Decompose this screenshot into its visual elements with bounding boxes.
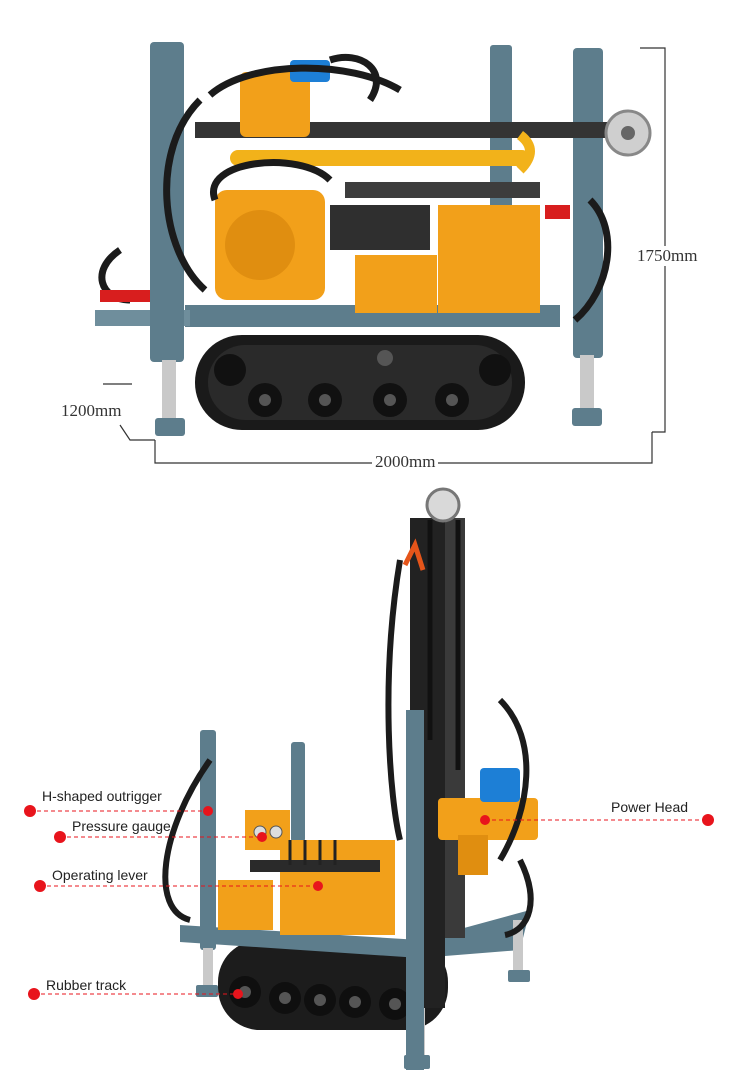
rubber-track-front <box>218 940 448 1030</box>
width-dimension-label: 1200mm <box>58 401 125 421</box>
power-head-callout: Power Head <box>611 799 689 815</box>
side-view-panel: 1750mm 1200mm 2000mm <box>0 0 750 480</box>
control-cabinet <box>218 810 395 935</box>
perspective-view-illustration <box>24 487 714 1070</box>
outrigger-callout: H-shaped outrigger <box>42 788 162 804</box>
side-view-illustration <box>95 42 666 464</box>
height-dimension-label: 1750mm <box>634 246 701 266</box>
hoses-front <box>162 559 534 938</box>
drill-mast <box>406 487 465 1070</box>
pressure-gauge-callout: Pressure gauge <box>72 818 171 834</box>
callout-dots <box>24 805 714 1000</box>
rubber-track-callout: Rubber track <box>46 977 127 993</box>
power-head-side <box>230 60 535 174</box>
length-dimension-label: 2000mm <box>372 452 439 472</box>
rubber-track-side <box>195 335 525 430</box>
engine-block <box>215 182 540 313</box>
perspective-view-panel: H-shaped outrigger Pressure gauge Operat… <box>0 480 750 1081</box>
hoses-side <box>98 53 612 323</box>
operating-lever-callout: Operating lever <box>52 867 148 883</box>
callout-lines <box>30 810 708 995</box>
